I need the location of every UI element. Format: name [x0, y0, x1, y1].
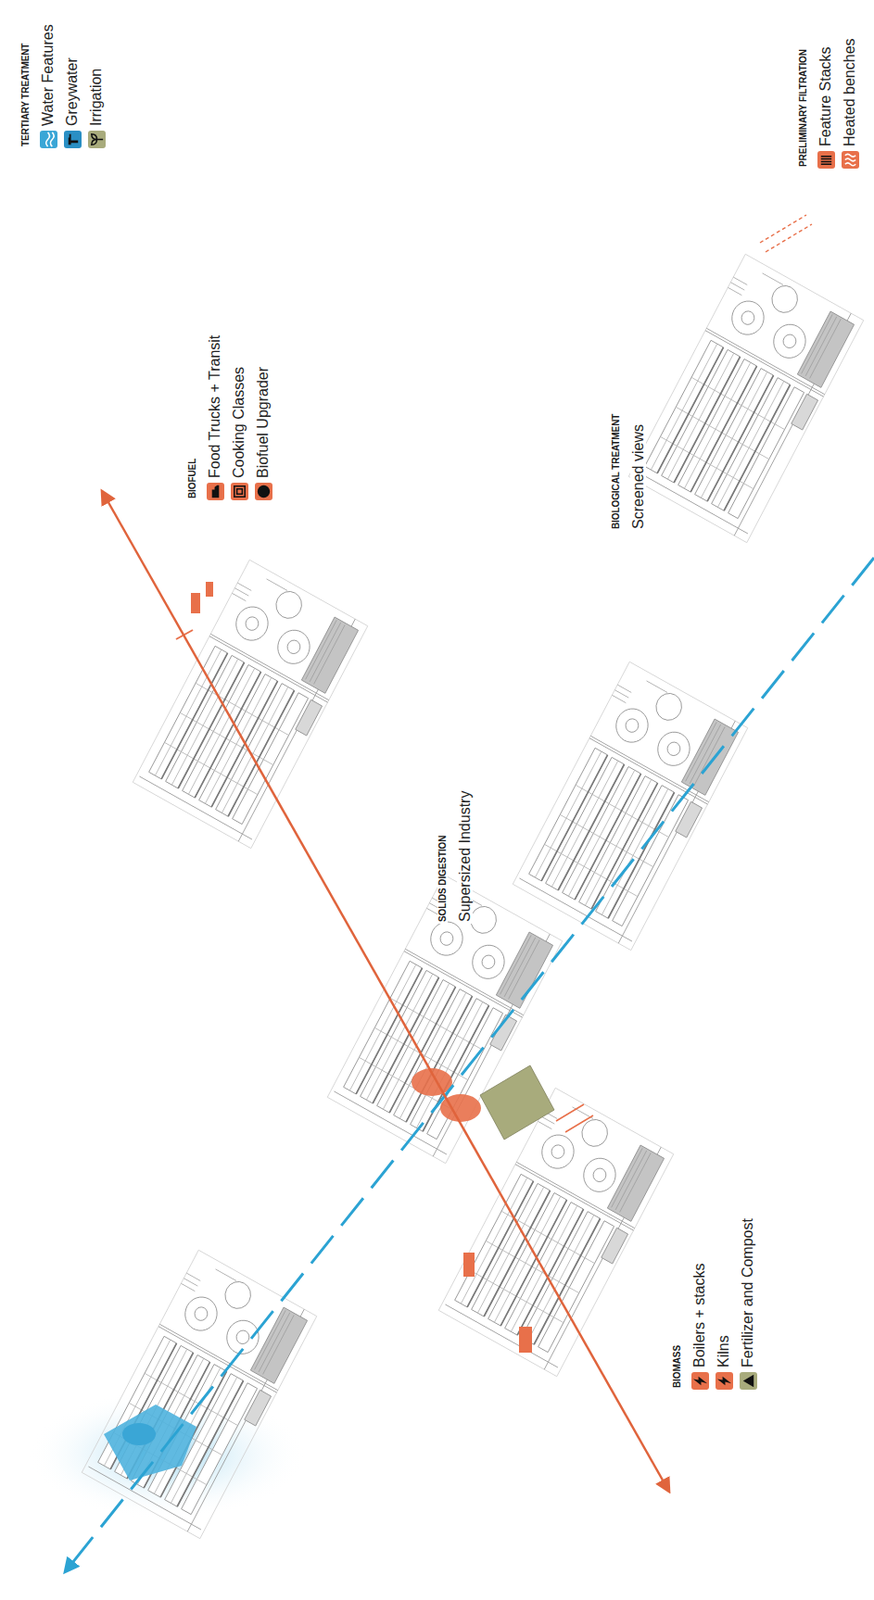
legend-swatch: [88, 130, 106, 149]
label-row: Boilers + stacks: [687, 1216, 712, 1391]
label-row: Heated benches: [837, 36, 862, 169]
legend-icon: [206, 482, 225, 501]
section-note: Screened views: [630, 422, 646, 532]
label-row: BIOLOGICAL TREATMENT: [602, 412, 627, 532]
label-row: Biofuel Upgrader: [251, 333, 276, 501]
legend-swatch: [739, 1372, 758, 1391]
legend-text: Water Features: [39, 22, 56, 128]
legend-icon: [715, 1372, 734, 1391]
legend-text: Kilns: [715, 1333, 732, 1370]
label-row: Cooking Classes: [227, 333, 252, 501]
label-row: Food Trucks + Transit: [202, 333, 228, 501]
legend-swatch: [230, 482, 249, 501]
legend-swatch: [841, 151, 860, 169]
legend-icon-path: [212, 485, 220, 498]
legend-icon: [230, 482, 249, 501]
legend-text: Cooking Classes: [230, 365, 247, 481]
label-row: PRELIMINARY FILTRATION: [789, 36, 814, 169]
legend-text: Heated benches: [841, 36, 858, 149]
legend-swatch: [39, 130, 58, 149]
section-heading: SOLIDS DIGESTION: [437, 834, 448, 925]
section-heading: TERTIARY TREATMENT: [20, 41, 31, 149]
label-row: BIOFUEL: [178, 333, 203, 501]
label-row: Kilns: [711, 1216, 736, 1391]
legend-icon-path: [234, 486, 245, 497]
legend-text: Greywater: [63, 55, 80, 128]
label-group: BIOMASS Boilers + stacksKilns Fertilizer a…: [663, 1216, 760, 1391]
label-group: TERTIARY TREATMENT Water Features Greywate…: [12, 22, 109, 149]
legend-icon-path: [743, 1375, 754, 1388]
legend-swatch: [817, 151, 836, 169]
legend-swatch: [206, 482, 225, 501]
section-heading: BIOLOGICAL TREATMENT: [610, 412, 621, 532]
section-heading: PRELIMINARY FILTRATION: [798, 47, 809, 169]
legend-icon: [817, 151, 836, 169]
legend-text: Food Trucks + Transit: [206, 333, 223, 481]
legend-icon: [739, 1372, 758, 1391]
label-row: TERTIARY TREATMENT: [12, 22, 37, 149]
legend-text: Feature Stacks: [817, 44, 834, 149]
section-heading: BIOMASS: [671, 1343, 683, 1391]
legend-icon: [88, 130, 106, 149]
section-heading: BIOFUEL: [187, 456, 198, 501]
label-group: PRELIMINARY FILTRATION Feature Stacks Heat…: [789, 36, 862, 169]
label-group: BIOFUEL Food Trucks + Transit Cooking Clas…: [178, 333, 276, 501]
label-row: Irrigation: [84, 22, 109, 149]
legend-icon: [841, 151, 860, 169]
legend-icon: [39, 130, 58, 149]
legend-swatch: [254, 482, 273, 501]
legend-icon-path: [46, 132, 55, 147]
label-row: BIOMASS: [663, 1216, 688, 1391]
legend-icon-path: [68, 134, 78, 145]
legend-swatch: [715, 1372, 734, 1391]
legend-text: Irrigation: [88, 66, 104, 128]
legend-text: Fertilizer and Compost: [739, 1216, 756, 1370]
legend-icon-path: [693, 1377, 708, 1387]
legend-icon-path: [717, 1377, 732, 1387]
legend-icon: [63, 130, 82, 149]
label-row: SOLIDS DIGESTION: [429, 789, 454, 925]
legend-icon-path: [845, 153, 856, 165]
legend-swatch: [63, 130, 82, 149]
label-row: Water Features: [36, 22, 61, 149]
label-group: SOLIDS DIGESTION Supersized Industry: [429, 789, 478, 925]
label-row: Screened views: [626, 412, 651, 532]
label-group: BIOLOGICAL TREATMENT Screened views: [602, 412, 651, 532]
legend-icon: [691, 1372, 710, 1391]
label-row: Supersized Industry: [453, 789, 478, 925]
section-note: Supersized Industry: [456, 789, 473, 925]
legend-icon-path: [91, 134, 103, 145]
legend-swatch: [691, 1372, 710, 1391]
label-row: Greywater: [60, 22, 85, 149]
legend-icon-path: [821, 156, 832, 165]
legend-text: Boilers + stacks: [691, 1262, 708, 1370]
legend-text: Biofuel Upgrader: [254, 365, 271, 481]
label-row: Feature Stacks: [813, 36, 838, 169]
legend-icon: [254, 482, 273, 501]
legend-icon-path: [257, 485, 270, 498]
label-row: Fertilizer and Compost: [735, 1216, 760, 1391]
